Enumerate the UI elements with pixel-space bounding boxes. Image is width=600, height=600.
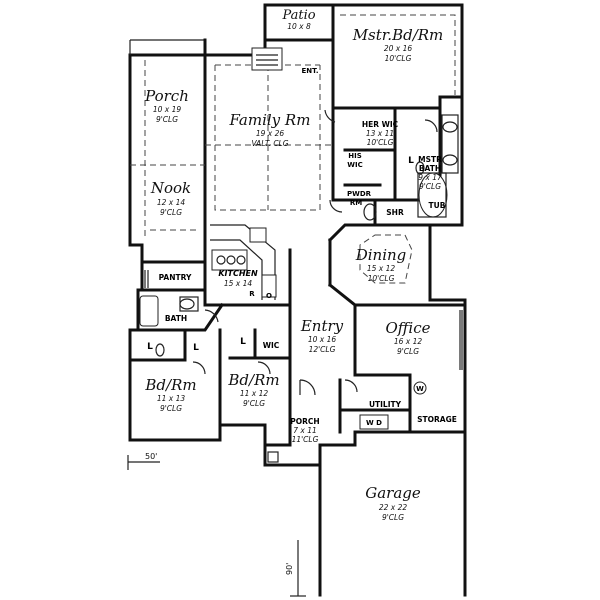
- garage-dim: 22 x 22: [379, 503, 408, 512]
- garage-name: Garage: [365, 484, 421, 502]
- shr-name: SHR: [386, 208, 404, 217]
- bath-name: BATH: [165, 314, 187, 323]
- nook-name: Nook: [150, 179, 191, 197]
- kitchen-island: [211, 249, 248, 271]
- marker-w: W: [416, 385, 424, 393]
- patio-dim: 10 x 8: [287, 22, 311, 31]
- porch-dim: 10 x 19: [153, 105, 182, 114]
- wic-name: WIC: [263, 341, 280, 350]
- pwdr-name2: RM: [350, 199, 362, 207]
- bd1-dim: 11 x 13: [157, 394, 186, 403]
- depth-dimension: 90': [285, 563, 294, 575]
- hiswic-name2: WIC: [347, 161, 362, 169]
- overall-dimensions: 50' 90': [127, 452, 306, 597]
- patio-name: Patio: [281, 8, 315, 23]
- utility-name: UTILITY: [369, 400, 402, 409]
- bathtub: [139, 295, 159, 327]
- garage-clg: 9'CLG: [382, 513, 404, 522]
- porch2-clg: 11'CLG: [292, 435, 319, 444]
- marker-o: O: [266, 292, 272, 300]
- kitchen-name: KITCHEN: [218, 269, 258, 278]
- nook-dim: 12 x 14: [157, 198, 186, 207]
- width-dimension: 50': [145, 452, 157, 461]
- nook-clg: 9'CLG: [160, 208, 182, 217]
- bd2-name: Bd/Rm: [227, 371, 279, 389]
- marker-r: R: [249, 290, 255, 298]
- marker-l4: L: [240, 337, 246, 347]
- hiswic-name: HIS: [348, 152, 362, 160]
- fixture-markers: L L L L R O W W D: [147, 156, 424, 427]
- bd1-clg: 9'CLG: [160, 404, 182, 413]
- master-dim: 20 x 16: [384, 44, 413, 53]
- family-name: Family Rm: [229, 111, 311, 129]
- porch2-name: PORCH: [290, 417, 319, 426]
- bd2-dim: 11 x 12: [240, 389, 269, 398]
- storage-name: STORAGE: [417, 415, 457, 424]
- mbath-dim: 9 x 17: [418, 173, 442, 182]
- family-clg: VALT. CLG: [251, 139, 288, 148]
- pwdr-name: PWDR: [347, 190, 372, 198]
- herwic-dim: 13 x 11: [366, 129, 394, 138]
- ent-name: ENT.: [301, 67, 318, 75]
- herwic-name: HER WIC: [362, 120, 399, 129]
- exterior-walls: [128, 3, 467, 597]
- kitchen-dim: 15 x 14: [224, 279, 253, 288]
- entry-clg: 12'CLG: [309, 345, 336, 354]
- family-dim: 19 x 26: [256, 129, 285, 138]
- herwic-clg: 10'CLG: [367, 138, 394, 147]
- porch2-dim: 7 x 11: [293, 426, 317, 435]
- marker-l2: L: [193, 343, 199, 353]
- office-clg: 9'CLG: [397, 347, 419, 356]
- marker-l3: L: [147, 342, 153, 352]
- porch-clg: 9'CLG: [156, 115, 178, 124]
- pantry-name: PANTRY: [159, 273, 192, 282]
- dining-clg: 10'CLG: [368, 274, 395, 283]
- office-name: Office: [386, 319, 431, 337]
- entry-dim: 10 x 16: [308, 335, 337, 344]
- master-clg: 10'CLG: [385, 54, 412, 63]
- dining-dim: 15 x 12: [367, 264, 396, 273]
- porch-name: Porch: [144, 87, 189, 105]
- fixtures: [139, 47, 463, 463]
- marker-l1: L: [408, 156, 414, 166]
- marker-wd: W D: [366, 419, 382, 427]
- mbath-clg: 9'CLG: [419, 182, 441, 191]
- tub-name: TUB: [429, 201, 446, 210]
- room-labels: Patio 10 x 8 Mstr.Bd/Rm 20 x 16 10'CLG P…: [144, 8, 457, 522]
- mbath-name2: BATH: [419, 164, 441, 173]
- master-name: Mstr.Bd/Rm: [352, 26, 444, 44]
- bd1-name: Bd/Rm: [144, 376, 196, 394]
- bd2-clg: 9'CLG: [243, 399, 265, 408]
- office-dim: 16 x 12: [394, 337, 423, 346]
- entry-name: Entry: [300, 317, 344, 335]
- doors: [192, 109, 438, 396]
- dining-name: Dining: [355, 246, 407, 264]
- mbath-name: MSTR: [418, 155, 442, 164]
- fireplace: [251, 47, 283, 71]
